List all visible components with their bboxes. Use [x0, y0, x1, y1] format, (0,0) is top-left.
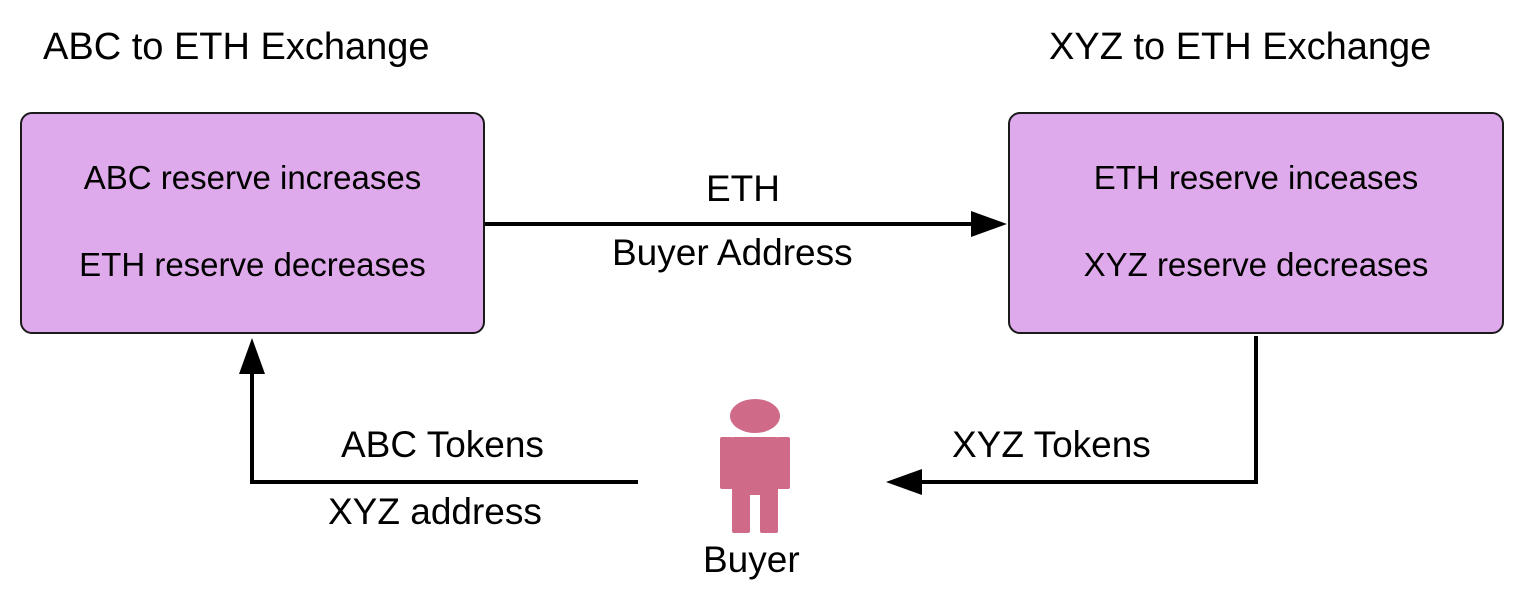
abc-tokens-arrow-line	[250, 372, 638, 484]
left-exchange-line-2: ETH reserve decreases	[79, 246, 426, 283]
right-exchange-line-1: ETH reserve inceases	[1093, 159, 1419, 196]
xyz-address-label: XYZ address	[328, 491, 542, 532]
eth-arrowhead	[971, 211, 1007, 237]
person-icon	[720, 399, 790, 533]
eth-label: ETH	[706, 168, 780, 209]
left-exchange-box: ABC reserve increases ETH reserve decrea…	[20, 112, 485, 334]
xyz-tokens-arrowhead	[886, 469, 922, 495]
xyz-tokens-label: XYZ Tokens	[952, 424, 1151, 465]
abc-tokens-arrowhead	[239, 338, 265, 374]
right-exchange-box: ETH reserve inceases XYZ reserve decreas…	[1008, 112, 1504, 334]
abc-tokens-label: ABC Tokens	[341, 424, 544, 465]
buyer-label: Buyer	[703, 539, 800, 580]
buyer-address-label: Buyer Address	[612, 232, 853, 273]
left-exchange-title: ABC to ETH Exchange	[43, 26, 430, 68]
right-exchange-line-2: XYZ reserve decreases	[1083, 246, 1429, 283]
left-exchange-line-1: ABC reserve increases	[83, 159, 422, 196]
right-exchange-title: XYZ to ETH Exchange	[1049, 26, 1432, 68]
xyz-tokens-arrow-line	[916, 336, 1258, 484]
